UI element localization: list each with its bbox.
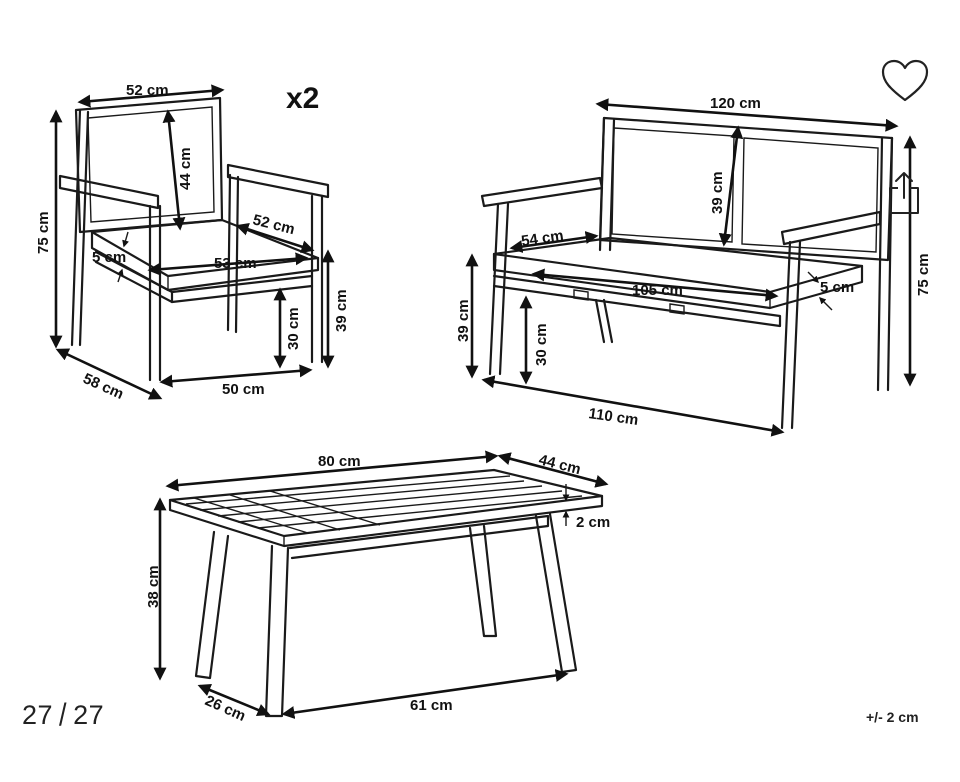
bench-seat-height-label: 39 cm bbox=[455, 299, 472, 342]
bench-total-height-label: 75 cm bbox=[915, 253, 932, 296]
armchair-seat-height-label: 39 cm bbox=[333, 289, 350, 332]
share-icon bbox=[889, 172, 919, 214]
bench-back-height-label: 39 cm bbox=[709, 171, 726, 214]
bench-dimensions: 120 cm 39 cm 75 cm 54 cm 105 cm 5 cm 39 … bbox=[455, 95, 932, 437]
table-width-label: 44 cm bbox=[537, 451, 582, 478]
bench-leg-height-label: 30 cm bbox=[533, 323, 550, 366]
total-image-count: 27 bbox=[73, 700, 105, 730]
bench-drawing bbox=[480, 116, 894, 430]
bench-seat-width-label: 105 cm bbox=[632, 282, 683, 299]
armchair-depth-label: 58 cm bbox=[80, 370, 126, 403]
current-image-index: 27 bbox=[22, 700, 54, 730]
armchair-total-height-label: 75 cm bbox=[35, 211, 52, 254]
heart-outline-icon bbox=[881, 59, 929, 102]
tolerance-note: +/- 2 cm bbox=[866, 709, 919, 725]
favorite-button[interactable] bbox=[880, 58, 930, 104]
armchair-seat-width-label: 53 cm bbox=[214, 255, 257, 272]
armchair-back-height-label: 44 cm bbox=[177, 147, 194, 190]
bench-width-top-label: 120 cm bbox=[710, 95, 761, 112]
table-dimensions: 80 cm 44 cm 2 cm 38 cm 26 cm 61 cm bbox=[145, 450, 610, 725]
armchair-drawing bbox=[58, 96, 330, 382]
armchair-width-top-label: 52 cm bbox=[126, 82, 169, 99]
armchair-dimensions: 52 cm 44 cm 75 cm 52 cm 5 cm 53 cm 39 cm… bbox=[35, 82, 350, 403]
counter-separator: / bbox=[59, 697, 68, 733]
table-length-label: 80 cm bbox=[318, 453, 361, 470]
bench-seat-depth-label: 54 cm bbox=[520, 227, 564, 250]
armchair-base-width-label: 50 cm bbox=[222, 381, 265, 398]
table-height-label: 38 cm bbox=[145, 565, 162, 608]
table-top-thickness-label: 2 cm bbox=[576, 514, 610, 531]
armchair-cushion-label: 5 cm bbox=[92, 249, 126, 266]
image-counter: 27/27 bbox=[22, 697, 105, 733]
armchair-quantity: x2 bbox=[286, 82, 320, 115]
armchair-leg-height-label: 30 cm bbox=[285, 307, 302, 350]
share-button[interactable] bbox=[884, 170, 924, 216]
table-base-length-label: 61 cm bbox=[410, 697, 453, 714]
bench-base-width-label: 110 cm bbox=[587, 405, 639, 429]
bench-cushion-label: 5 cm bbox=[820, 279, 854, 296]
